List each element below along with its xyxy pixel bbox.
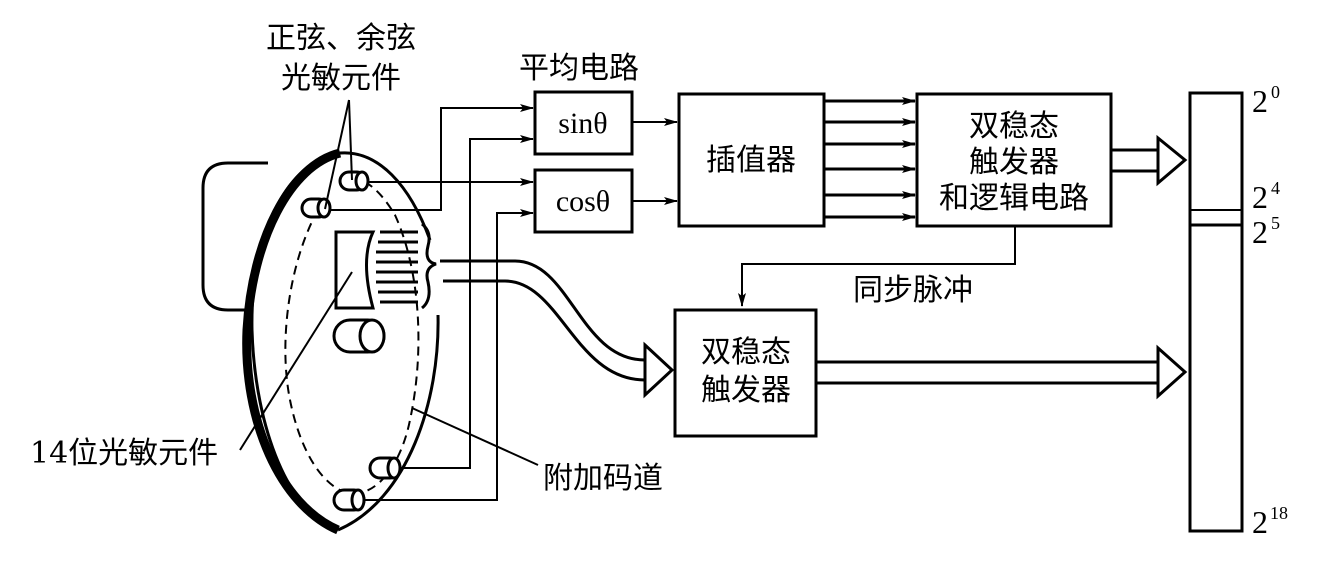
track-brace	[420, 222, 437, 310]
housing-outline	[201, 161, 268, 312]
sensor-cylinder-bottom-1	[368, 456, 402, 480]
light-source-cylinder	[332, 318, 386, 354]
bit-label-2-4: 2 4	[1252, 178, 1280, 215]
sensor-wires	[330, 104, 534, 501]
bit-label-2-5: 2 5	[1252, 213, 1280, 250]
flipflop-block: 双稳态 触发器	[673, 308, 818, 438]
svg-text:4: 4	[1271, 178, 1280, 198]
flipflop-logic-line2: 触发器	[969, 145, 1059, 180]
output-register	[1188, 91, 1244, 533]
sensor-cylinder-top-1	[338, 170, 370, 192]
disk-rim	[242, 148, 342, 535]
svg-text:2: 2	[1252, 504, 1268, 540]
track-bus-curve	[440, 259, 675, 399]
sin-block: sinθ	[533, 90, 634, 156]
svg-text:2: 2	[1252, 83, 1268, 119]
disk-face	[250, 151, 432, 532]
sync-pulse-wire	[738, 226, 1016, 307]
flipflop-logic-block: 双稳态 触发器 和逻辑电路	[915, 92, 1113, 228]
flipflop-line1: 双稳态	[701, 335, 791, 370]
upper-bus-arrow	[1111, 134, 1188, 187]
cos-block-label: cosθ	[556, 185, 610, 218]
bit-label-2-18: 2 18	[1252, 503, 1288, 540]
interpolator-block: 插值器	[677, 92, 826, 228]
sincos-sensor-label-line2: 光敏元件	[281, 61, 401, 96]
interpolator-label: 插值器	[706, 143, 796, 178]
sensor-cylinder-top-2	[300, 197, 332, 219]
leader-sincos-2	[348, 99, 353, 181]
sensor-cylinder-bottom-2	[332, 488, 366, 512]
leader-14bit	[239, 271, 353, 451]
extra-code-track	[284, 177, 420, 495]
leader-sincos-1	[324, 99, 350, 210]
averaging-circuit-label: 平均电路	[519, 51, 639, 86]
flipflop-logic-line1: 双稳态	[969, 109, 1059, 144]
flipflop-logic-line3: 和逻辑电路	[939, 181, 1089, 216]
bit-label-2-0: 2 0	[1252, 82, 1280, 119]
lower-bus-arrow	[816, 344, 1188, 400]
svg-text:5: 5	[1271, 213, 1280, 233]
cos-block: cosθ	[533, 168, 634, 234]
sin-block-label: sinθ	[558, 107, 607, 140]
disk-face-lower-edge	[337, 314, 440, 532]
interp-output-arrows	[824, 97, 916, 221]
svg-text:2: 2	[1252, 214, 1268, 250]
leader-extra-track	[411, 407, 539, 466]
svg-text:18: 18	[1270, 503, 1288, 523]
sincos-sensor-label-line1: 正弦、余弦	[266, 21, 416, 56]
encoder-disk-assembly	[201, 148, 440, 535]
svg-text:0: 0	[1271, 82, 1280, 102]
sync-pulse-label: 同步脉冲	[853, 273, 973, 308]
code-track-comb	[376, 230, 418, 304]
photo-element-14bit	[334, 230, 376, 310]
svg-text:2: 2	[1252, 179, 1268, 215]
extra-track-label: 附加码道	[543, 461, 663, 496]
bit14-sensor-label: 14位光敏元件	[30, 436, 218, 471]
flipflop-line2: 触发器	[701, 373, 791, 408]
